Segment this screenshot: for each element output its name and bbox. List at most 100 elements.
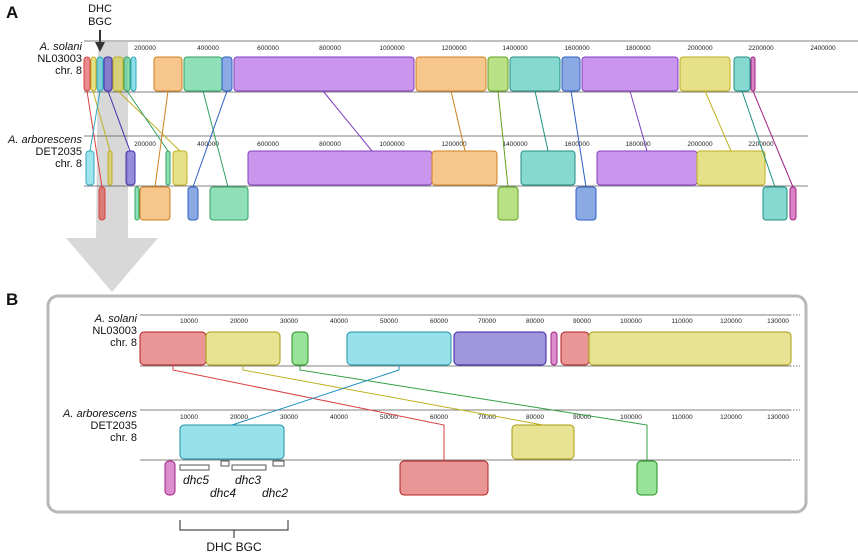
lcb-block <box>679 56 731 92</box>
lcb-block <box>509 56 561 92</box>
connector <box>704 90 732 152</box>
a-genome2-species: A. arborescens <box>7 134 82 146</box>
gene-box-dhc4 <box>220 460 230 467</box>
tick-label: 110000 <box>671 318 693 325</box>
panel-a-label: A <box>6 3 18 22</box>
tick-label: 10000 <box>180 414 198 421</box>
tick-label: 80000 <box>526 318 544 325</box>
a-genome1-species: A. solani <box>39 41 83 53</box>
tick-label: 120000 <box>720 414 742 421</box>
a-genome2-strain: DET2035 <box>36 146 82 158</box>
connector <box>172 366 445 461</box>
tick-label: 1800000 <box>625 141 651 148</box>
tick-label: 1400000 <box>502 141 528 148</box>
lcb-block <box>183 56 223 92</box>
connector <box>629 90 648 152</box>
gene-label-dhc5: dhc5 <box>183 473 209 487</box>
tick-label: 1200000 <box>441 141 467 148</box>
a-genome1-chrom: chr. 8 <box>55 65 82 77</box>
tick-label: 50000 <box>380 414 398 421</box>
b-genome1-blocks <box>139 331 792 366</box>
tick-label: 2000000 <box>687 141 713 148</box>
lcb-block <box>123 56 131 92</box>
lcb-block <box>415 56 487 92</box>
gene-label-dhc2: dhc2 <box>262 486 288 500</box>
tick-label: 2200000 <box>748 45 774 52</box>
connector <box>89 90 101 152</box>
lcb-block <box>153 56 183 92</box>
gene-box-dhc5 <box>179 464 210 471</box>
connector <box>231 366 400 426</box>
lcb-block <box>107 150 113 186</box>
dhc-annotation-line1: DHC <box>88 3 112 15</box>
lcb-block <box>291 331 309 366</box>
lcb-block <box>96 56 104 92</box>
lcb-block <box>179 424 285 460</box>
lcb-block <box>112 56 124 92</box>
lcb-block <box>165 150 171 186</box>
connector <box>534 90 549 152</box>
connector <box>497 90 509 188</box>
gene-label-dhc4: dhc4 <box>210 486 236 500</box>
tick-label: 2200000 <box>748 141 774 148</box>
lcb-block <box>247 150 433 186</box>
a-genome2-chrom: chr. 8 <box>55 158 82 170</box>
b-genome1-chrom: chr. 8 <box>110 337 137 349</box>
tick-label: 70000 <box>478 414 496 421</box>
lcb-block <box>103 56 113 92</box>
connector <box>242 366 544 426</box>
a-genome1-strain: NL03003 <box>37 53 82 65</box>
a-genome1-blocks <box>83 56 756 92</box>
tick-label: 60000 <box>430 414 448 421</box>
tick-label: 30000 <box>280 414 298 421</box>
connector <box>450 90 466 152</box>
tick-label: 1400000 <box>502 45 528 52</box>
tick-label: 60000 <box>430 318 448 325</box>
lcb-block <box>575 186 597 221</box>
lcb-block <box>233 56 415 92</box>
tick-label: 600000 <box>257 45 279 52</box>
tick-label: 50000 <box>380 318 398 325</box>
lcb-block <box>561 56 581 92</box>
tick-label: 1200000 <box>441 45 467 52</box>
lcb-block <box>209 186 249 221</box>
down-arrow-icon <box>95 30 105 52</box>
lcb-block <box>187 186 199 221</box>
b-genome2-strain: DET2035 <box>91 420 137 432</box>
tick-label: 100000 <box>620 414 642 421</box>
lcb-block <box>130 56 137 92</box>
tick-label: 1000000 <box>379 45 405 52</box>
tick-label: 200000 <box>134 45 156 52</box>
tick-label: 1600000 <box>564 141 590 148</box>
connector <box>92 90 111 152</box>
lcb-block <box>139 331 207 366</box>
connector <box>107 90 131 152</box>
b-genome2-ticks: 10000 20000 30000 40000 50000 60000 7000… <box>180 414 789 421</box>
lcb-block <box>636 460 658 496</box>
tick-label: 1800000 <box>625 45 651 52</box>
lcb-block <box>560 331 590 366</box>
connector <box>752 90 794 188</box>
lcb-block <box>497 186 519 221</box>
lcb-block <box>205 331 281 366</box>
tick-label: 110000 <box>671 414 693 421</box>
tick-label: 2000000 <box>687 45 713 52</box>
lcb-block <box>520 150 576 186</box>
lcb-block <box>696 150 766 186</box>
tick-label: 30000 <box>280 318 298 325</box>
tick-label: 20000 <box>230 318 248 325</box>
tick-label: 70000 <box>478 318 496 325</box>
lcb-block <box>399 460 489 496</box>
tick-label: 2400000 <box>810 45 836 52</box>
lcb-block <box>511 424 575 460</box>
connector <box>570 90 587 188</box>
b-genome1-ticks: 10000 20000 30000 40000 50000 60000 7000… <box>180 318 789 325</box>
lcb-block <box>85 150 95 186</box>
lcb-block <box>90 56 97 92</box>
connector <box>202 90 229 188</box>
lcb-block <box>596 150 698 186</box>
lcb-block <box>733 56 751 92</box>
gene-label-dhc3: dhc3 <box>235 473 261 487</box>
lcb-block <box>98 186 106 221</box>
